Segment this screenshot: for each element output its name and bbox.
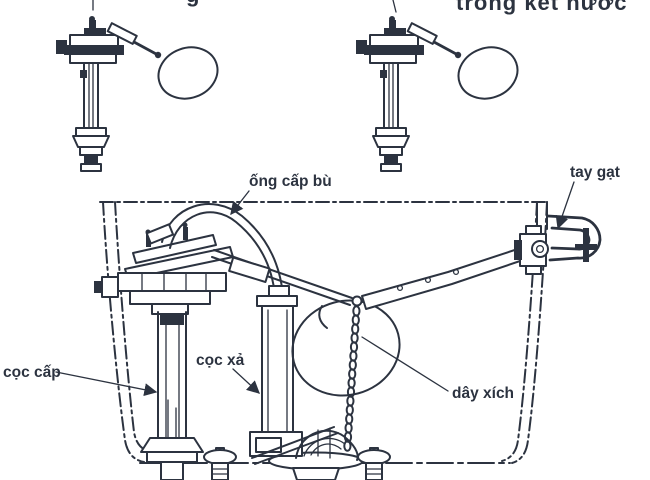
float-neck — [318, 305, 328, 329]
float-ball — [291, 299, 401, 397]
cutoff-caption-left: g — [186, 0, 200, 7]
float-valve-right — [354, 14, 527, 173]
label-fill-valve: cọc cấp — [3, 364, 61, 381]
tank-bolt-left — [203, 447, 237, 480]
refill-tube — [145, 203, 284, 297]
tank-bolt-right — [357, 447, 391, 480]
fill-valve-assembly — [94, 222, 234, 480]
float-arm-rod — [211, 249, 353, 306]
label-chain: dây xích — [452, 385, 514, 402]
refill-tube-arrow — [230, 190, 250, 216]
cutoff-pointer-line-right — [392, 0, 397, 13]
fill-valve-arrow — [55, 371, 158, 397]
chain-pointer-line — [361, 336, 449, 392]
cutoff-caption-right: trong két nước — [456, 0, 627, 15]
float-valve-left — [54, 14, 227, 173]
flush-handle-assembly — [514, 214, 602, 275]
flush-valve-assembly — [249, 285, 364, 480]
tank-outline — [99, 201, 548, 464]
handle-arrow — [555, 181, 575, 230]
label-flush-valve: cọc xả — [196, 352, 245, 369]
lift-chain — [343, 295, 363, 452]
label-refill-tube: ống cấp bù — [249, 173, 332, 190]
flapper-dome — [295, 429, 359, 461]
label-handle: tay gạt — [570, 164, 620, 181]
trip-lever-arm — [361, 242, 539, 310]
callout-arrows — [55, 181, 575, 397]
flush-valve-arrow — [232, 368, 260, 394]
